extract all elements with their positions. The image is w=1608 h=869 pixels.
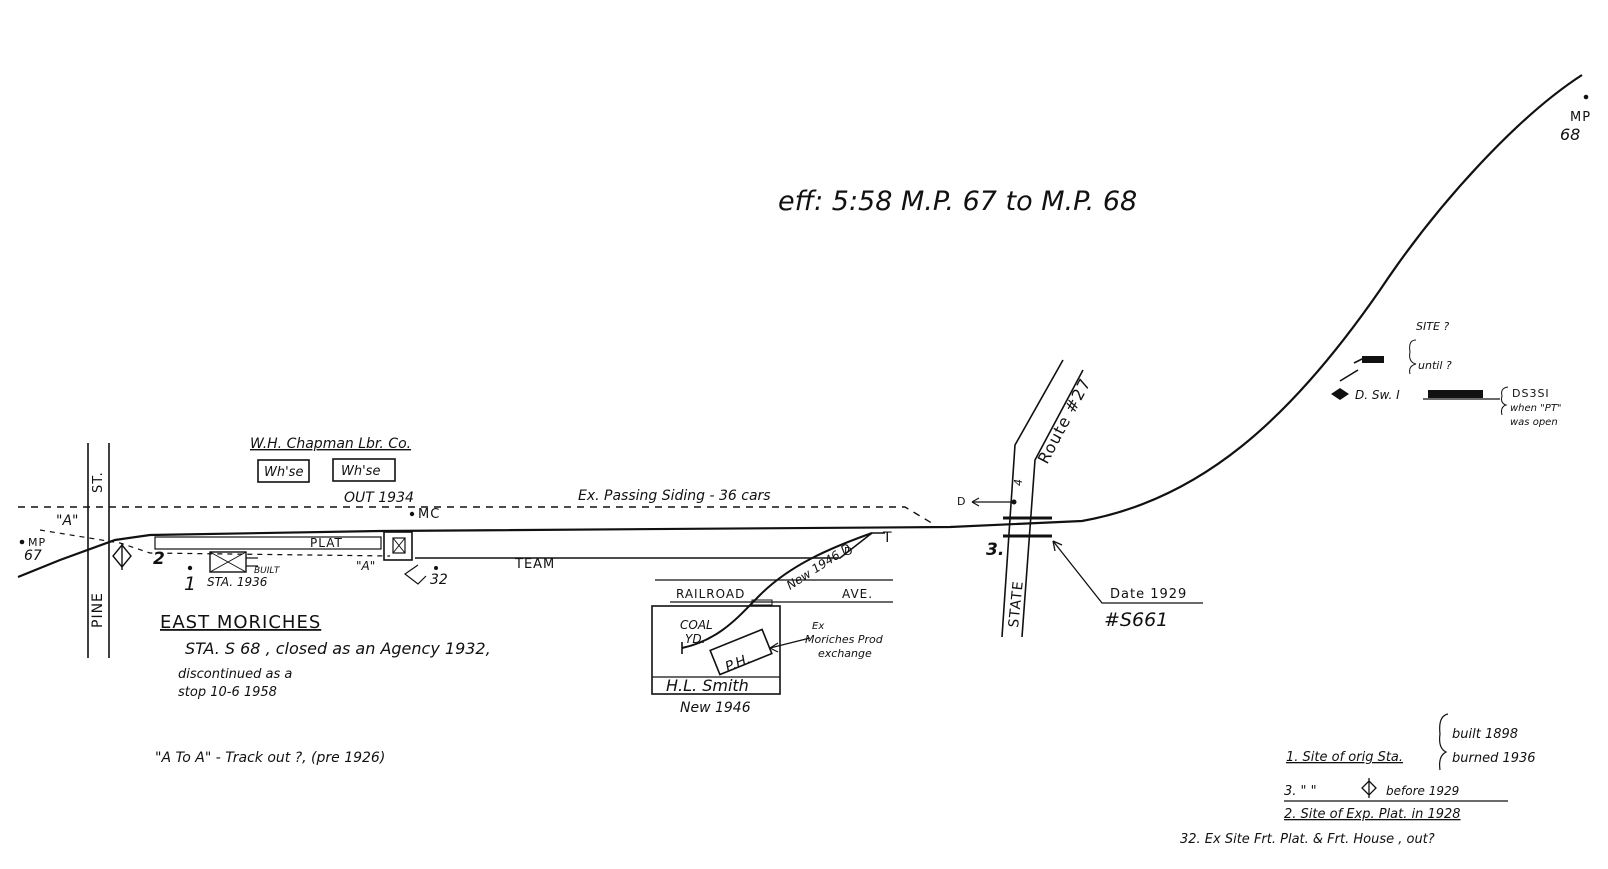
mc-marker [409,511,415,517]
legend-line3-suffix: before 1929 [1386,784,1459,798]
main-track [17,74,1583,579]
warehouse-2 [332,458,396,482]
former-passing-siding [18,506,936,526]
a-left-label: "A" [56,513,78,529]
mp67-number: 67 [24,548,42,564]
station-building-1936 [209,551,258,573]
ex-label: Ex [812,621,824,632]
t-label: T [882,530,893,546]
milepost-68-marker [1583,94,1589,100]
exchange-label: exchange [818,647,872,660]
mp67-prefix: MP [28,536,46,549]
arrow-ph-icon [769,642,779,653]
moriches-prod-label: Moriches Prod [805,633,884,646]
warehouse-1-label: Wh'se [264,465,303,480]
passing-siding-label: Ex. Passing Siding - 36 cars [578,488,771,504]
chapman-label: W.H. Chapman Lbr. Co. [250,436,411,452]
was-open-label: was open [1510,417,1558,428]
a-to-a-track [39,529,391,557]
arrow-32-icon [403,564,427,585]
hl-smith-label: H.L. Smith [666,676,749,695]
station-name: EAST MORICHES [160,612,321,633]
legend-line3-prefix: 3. " " [1284,784,1317,799]
mp68-number: 68 [1560,125,1580,144]
legend-line1: 1. Site of orig Sta. [1286,750,1403,765]
mc-label: MC [418,507,440,522]
route-27-label: Route #27 [1034,375,1095,467]
legend-brace [1439,713,1449,771]
route-27-right-edge [1021,369,1084,638]
date-1929-label: Date 1929 [1110,587,1187,602]
until-q-label: until ? [1418,359,1452,372]
station-note-line1: STA. S 68 , closed as an Agency 1932, [185,639,491,658]
ds3si-label: DS3SI [1512,387,1550,400]
legend-line2: 2. Site of Exp. Plat. in 1928 [1284,807,1461,822]
team-label: TEAM [514,557,555,572]
ph-label: P.H. [723,651,753,676]
num-2: 2 [153,549,165,569]
legend-burned: burned 1936 [1452,751,1536,766]
built-label: BUILT [254,566,281,576]
route-27-left-edge [1001,359,1064,638]
d-arrow-label: D [957,495,966,508]
team-track [415,532,885,559]
milepost-67-marker [19,539,25,545]
date-number-label: #S661 [1104,609,1168,631]
site-q-label: SITE ? [1416,320,1449,333]
a-to-a-note: "A To A" - Track out ?, (pre 1926) [155,750,385,766]
freight-house [383,531,413,561]
switch-marker-icon [1362,356,1384,363]
crossing-signal-legend-icon [1361,778,1377,798]
hl-smith-lot [651,605,781,695]
packing-house [709,628,773,676]
when-pt-label: when "PT" [1510,403,1562,414]
mp68-prefix: MP [1570,110,1591,125]
legend-built: built 1898 [1452,727,1518,742]
st-label: ST. [91,471,106,493]
num-32: 32 [430,572,448,588]
coal-yd-label-1: COAL [680,618,713,632]
legend-line32: 32. Ex Site Frt. Plat. & Frt. House , ou… [1180,832,1435,847]
pine-label: PINE [90,592,106,628]
plat-label: PLAT [310,536,343,550]
ave-label: AVE. [842,587,873,601]
d-sw-marker-icon [1331,388,1349,400]
sta-1936-label: STA. 1936 [207,575,268,589]
num-3: 3. [986,540,1004,560]
warehouse-2-label: Wh'se [341,464,380,479]
express-platform [154,536,382,550]
warehouse-1 [257,459,310,483]
new-1946-label: New 1946 [680,700,751,716]
a-right-label: "A" [356,559,375,573]
date-pointer [1052,540,1203,604]
new-1946-d-label: New 1946 D [784,541,853,593]
state-label: STATE [1006,580,1027,629]
num-1: 1 [184,573,196,595]
diagram-title: eff: 5:58 M.P. 67 to M.P. 68 [778,186,1137,217]
num-4: 4 [1012,479,1025,486]
station-note-line3: stop 10-6 1958 [178,685,277,700]
railroad-label: RAILROAD [676,587,745,601]
d-switch-label: D [844,545,853,558]
crossing-signal-icon [112,543,132,570]
station-note-line2: discontinued as a [178,667,292,682]
coal-yard-spur [681,532,873,649]
d-sw-label: D. Sw. I [1355,388,1400,402]
out-1934-label: OUT 1934 [344,490,414,506]
